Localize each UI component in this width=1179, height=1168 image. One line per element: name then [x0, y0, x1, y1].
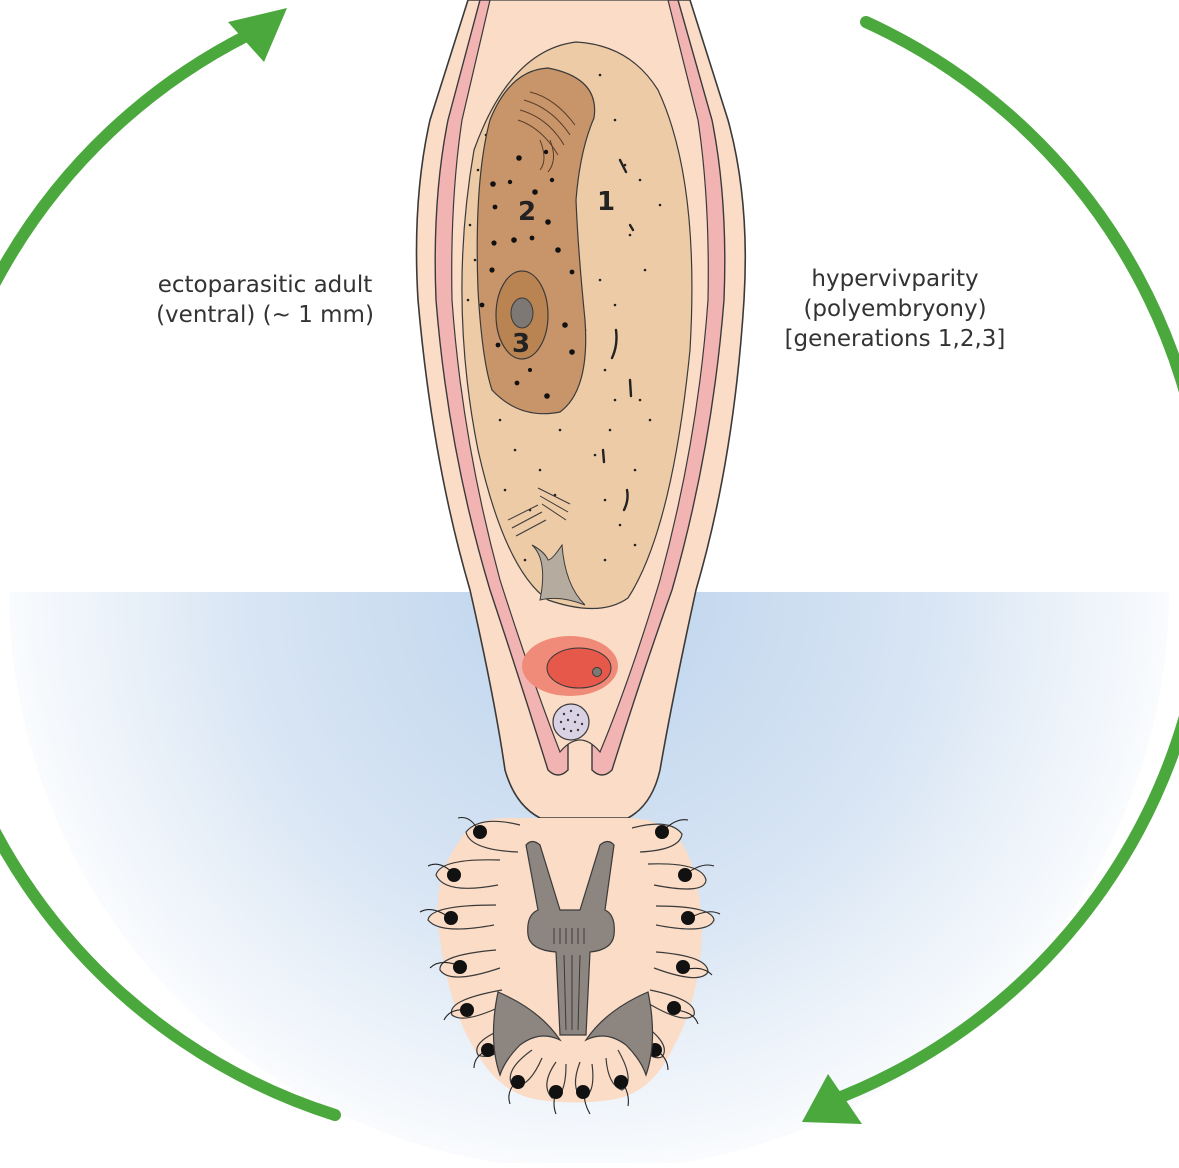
generation-2-marker: 2 [518, 197, 536, 227]
label-right-line-2: (polyembryony) [740, 294, 1050, 324]
embryo-generation-3: 3 [496, 271, 548, 359]
label-hypervivparity: hypervivparity (polyembryony) [generatio… [740, 264, 1050, 354]
label-left-line-1: ectoparasitic adult [100, 270, 430, 300]
label-right-line-1: hypervivparity [740, 264, 1050, 294]
testis [553, 704, 589, 740]
ovary [522, 636, 618, 696]
label-right-line-3: [generations 1,2,3] [740, 324, 1050, 354]
embryo-generation-2: 2 [477, 68, 594, 414]
label-left-line-2: (ventral) (~ 1 mm) [100, 300, 430, 330]
label-ectoparasitic-adult: ectoparasitic adult (ventral) (~ 1 mm) [100, 270, 430, 330]
generation-3-marker: 3 [512, 329, 530, 359]
generation-1-marker: 1 [597, 187, 615, 217]
